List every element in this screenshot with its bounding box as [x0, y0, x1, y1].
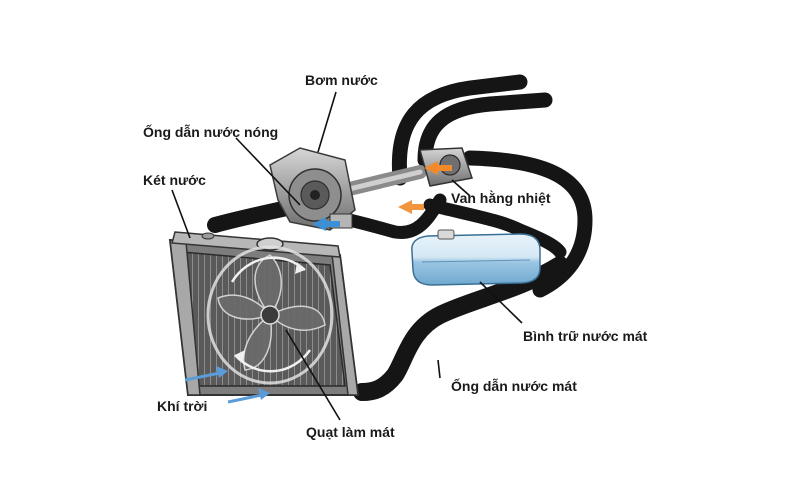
top-hose-upper — [391, 74, 528, 186]
cold-flow-arrow — [312, 217, 340, 231]
top-hose-lower — [417, 92, 553, 168]
label-coolant-reservoir: Bình trữ nước mát — [523, 328, 648, 344]
label-water-pump: Bơm nước — [305, 72, 378, 88]
right-return-hose — [462, 150, 593, 298]
water-pump — [269, 147, 427, 231]
cool-water-hose — [353, 256, 569, 401]
label-radiator: Két nước — [143, 172, 206, 188]
bypass-hose — [333, 193, 447, 239]
label-cool-water-pipe: Ống dẫn nước mát — [451, 378, 577, 394]
hot-flow-arrow — [398, 161, 452, 214]
label-cooling-fan: Quạt làm mát — [306, 424, 395, 440]
leader-lines — [171, 91, 523, 421]
label-air: Khí trời — [157, 398, 208, 414]
label-hot-water-pipe: Ống dẫn nước nóng — [143, 124, 279, 140]
coolant-reservoir — [411, 229, 541, 286]
reservoir-feed-hose — [423, 198, 567, 259]
label-thermostat: Van hằng nhiệt — [451, 190, 551, 206]
cooling-fan — [206, 245, 334, 385]
air-arrows — [184, 366, 270, 404]
